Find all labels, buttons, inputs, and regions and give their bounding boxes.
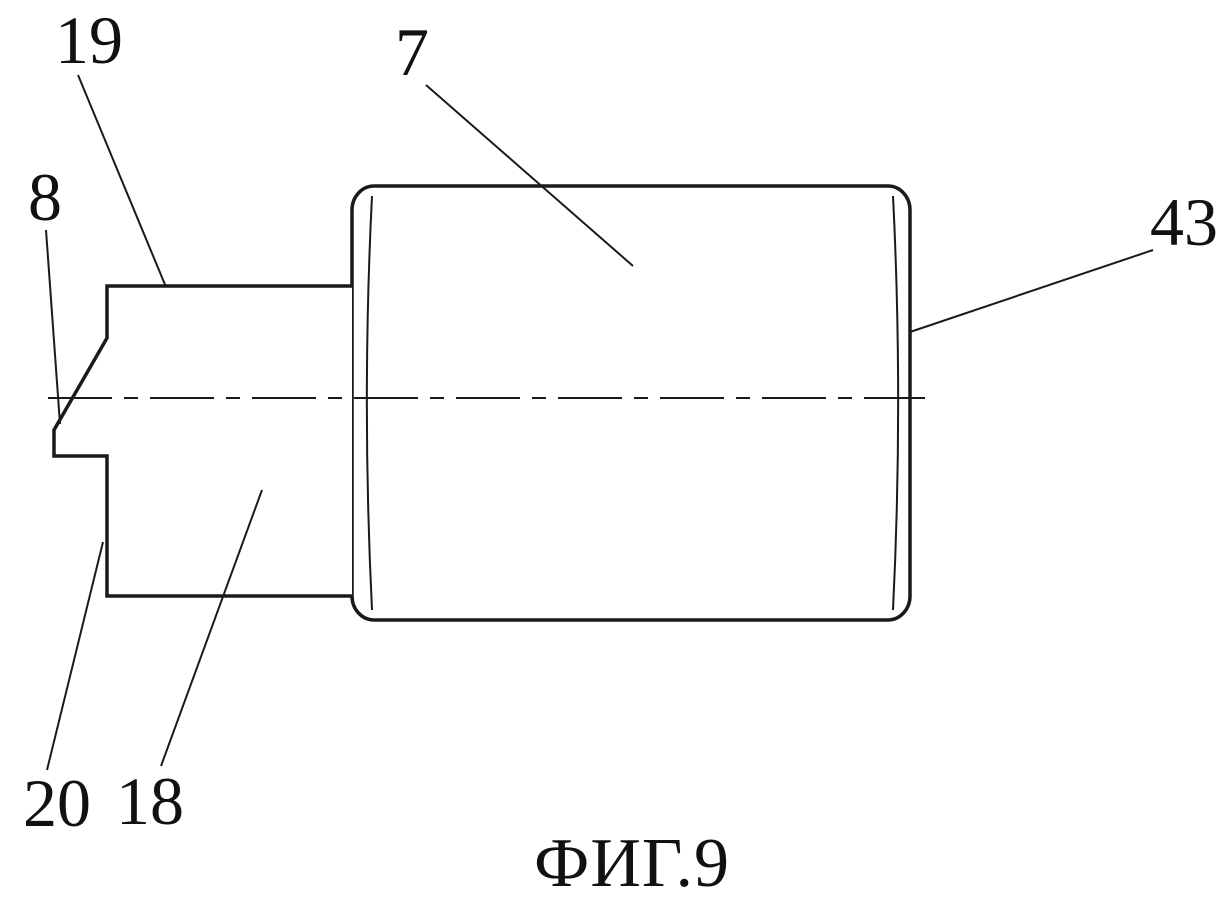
leader-line-18 [160, 489, 263, 767]
ref-label-19: 19 [55, 2, 123, 78]
shaft-outline [52, 284, 352, 598]
ref-label-18: 18 [116, 763, 184, 839]
ref-label-43: 43 [1150, 184, 1218, 260]
ref-label-8: 8 [28, 159, 62, 235]
leader-line-43 [909, 249, 1154, 333]
ref-label-7: 7 [395, 14, 429, 90]
ref-label-20: 20 [23, 765, 91, 841]
leader-line-19 [77, 74, 167, 288]
main-body-left-edge-line [365, 195, 373, 611]
main-body-right-edge-line [892, 195, 900, 611]
figure-caption: ФИГ.9 [534, 825, 730, 902]
leader-line-7 [425, 84, 634, 267]
leader-line-8 [45, 229, 61, 425]
main-body-outline [350, 184, 912, 622]
leader-line-20 [46, 541, 104, 771]
